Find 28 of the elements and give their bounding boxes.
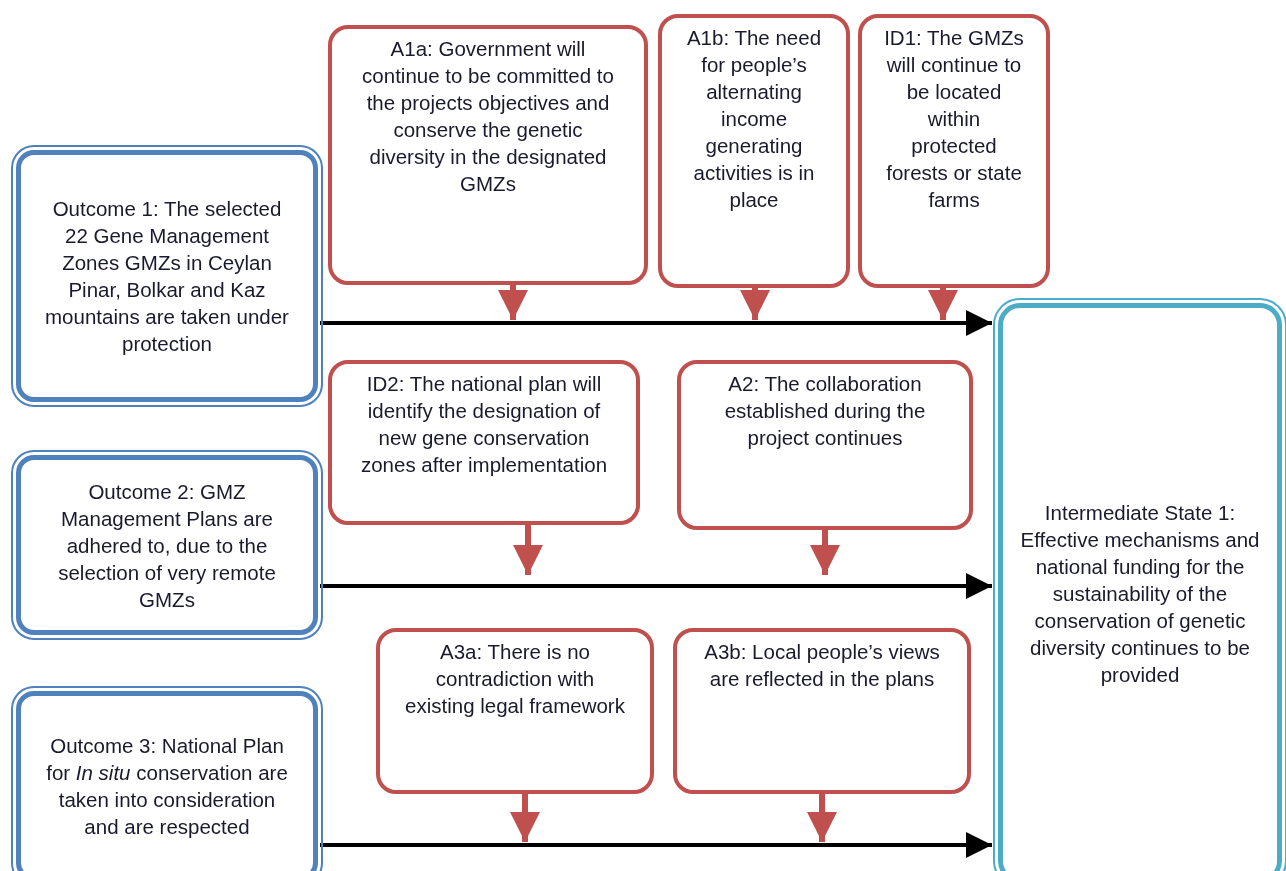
- assumption-box: [858, 14, 1050, 288]
- arrow: [320, 832, 992, 858]
- box-text: ID1: The GMZs will continue to be located within protected forests or state farms: [884, 25, 1024, 213]
- arrow: [498, 285, 528, 320]
- box-text: Outcome 1: The selected 22 Gene Management Zones GMZs in Ceylan Pinar, Bolkar and Kaz mountains are taken under protection: [44, 196, 290, 357]
- box-text: A1a: Government will continue to be committed to the projects objectives and conserve the genetic diversity in the designated GMZs: [361, 36, 615, 197]
- arrow: [320, 310, 992, 336]
- box-text: A1b: The need for people’s alternating income generating activities is in place: [685, 25, 823, 213]
- arrow: [513, 525, 543, 575]
- box-text: A2: The collaboration established during the project continues: [723, 371, 927, 451]
- arrow: [928, 288, 958, 320]
- arrow: [510, 794, 540, 842]
- assumption-box: [376, 628, 654, 794]
- box-text: Intermediate State 1: Effective mechanisms and national funding for the sustainability of the conservation of genetic diversity continues to be provided: [1019, 499, 1261, 688]
- box-text: ID2: The national plan will identify the designation of new gene conservation zones after implementation: [359, 371, 609, 478]
- arrow: [740, 288, 770, 320]
- box-text: Outcome 3: National Plan for In situ conservation are taken into consideration and are respected: [45, 733, 289, 840]
- arrow: [320, 573, 992, 599]
- box-text: A3b: Local people’s views are reflected in the plans: [703, 639, 941, 692]
- box-text: A3a: There is no contradiction with existing legal framework: [404, 639, 626, 719]
- box-text: Outcome 2: GMZ Management Plans are adhered to, due to the selection of very remote GMZs: [57, 478, 277, 613]
- assumption-box: [328, 25, 648, 285]
- arrow: [810, 530, 840, 575]
- assumption-box: [673, 628, 971, 794]
- assumption-box: [658, 14, 850, 288]
- assumption-box: [328, 360, 640, 525]
- assumption-box: [677, 360, 973, 530]
- arrow: [807, 794, 837, 842]
